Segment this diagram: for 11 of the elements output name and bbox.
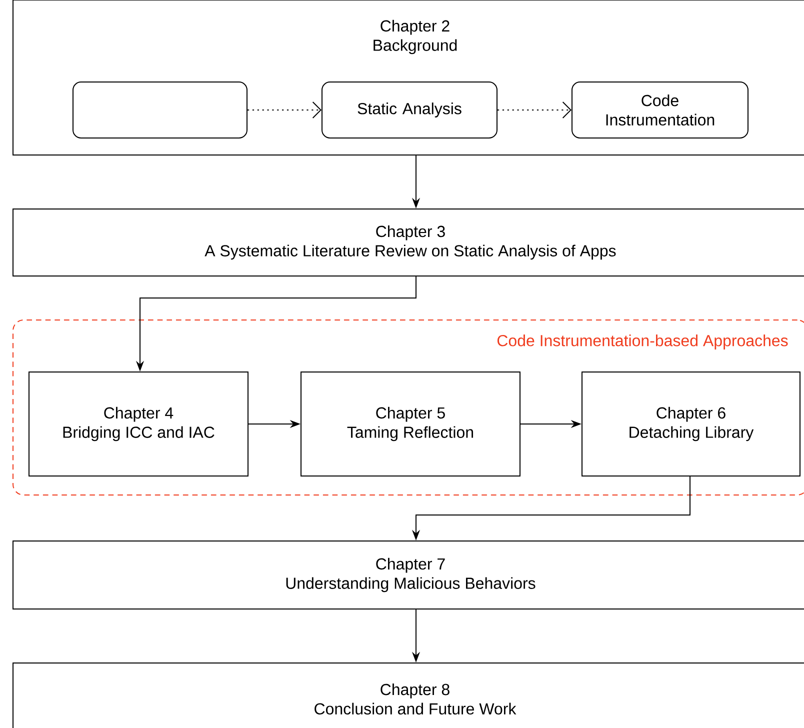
chapter-box: Chapter 4 Bridging ICC and IAC xyxy=(28,372,248,476)
chapter-box: Chapter 6 Detaching Library xyxy=(582,372,800,476)
chapter-box: Chapter 7 Understanding Malicious Behaviors xyxy=(12,540,804,610)
chapter-box: Chapter 8 Conclusion and Future Work xyxy=(12,662,804,728)
topic-box: Static Analysis xyxy=(322,82,498,138)
topic-box xyxy=(72,82,248,138)
chapter-box: Chapter 3 A Systematic Literature Review on Static Analysis of Apps xyxy=(12,208,804,276)
topic-box: Code Instrumentation xyxy=(572,82,748,138)
chapter-box: Chapter 5 Taming Reflection xyxy=(300,372,520,476)
arrow xyxy=(247,102,322,118)
arrow xyxy=(497,102,572,118)
